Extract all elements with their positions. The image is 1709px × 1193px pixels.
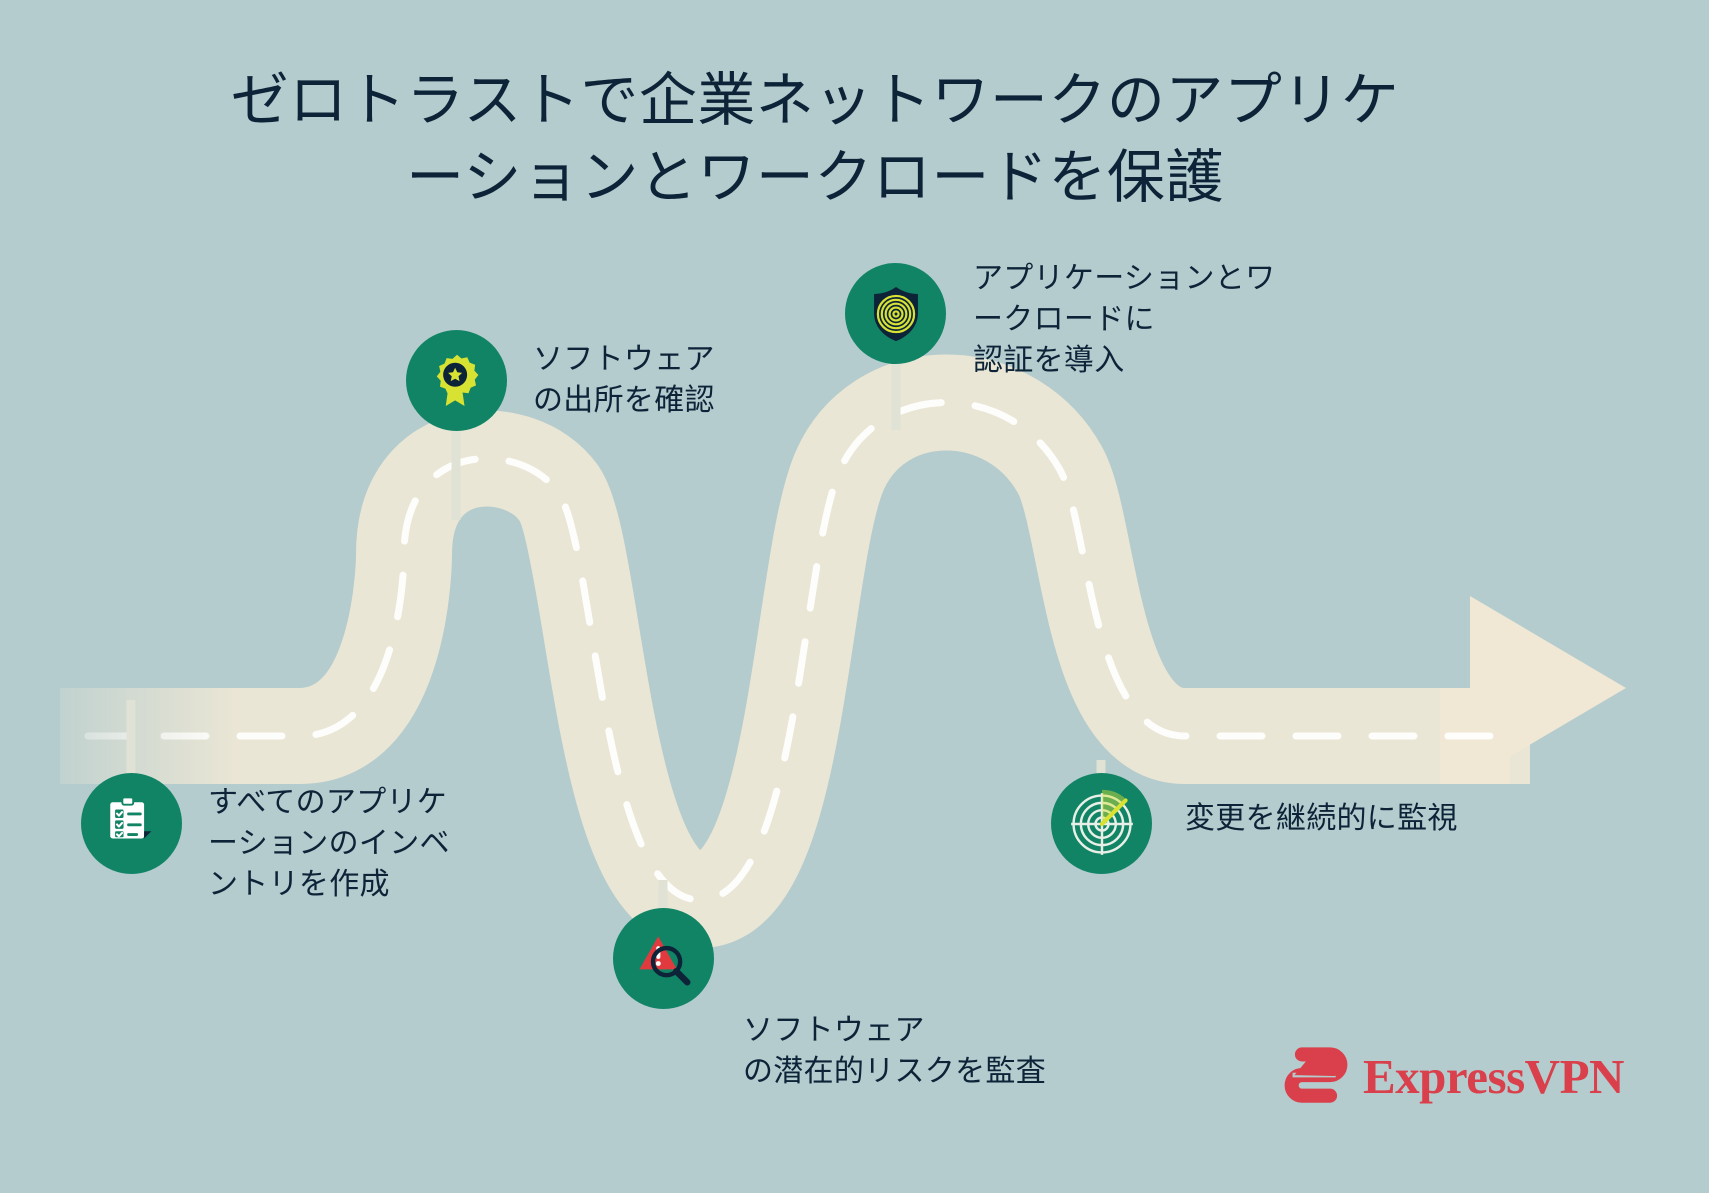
- certificate-badge-star-icon: [436, 354, 478, 406]
- stop-provenance-label: ソフトウェア の出所を確認: [533, 343, 715, 418]
- stop-inventory-badge[interactable]: [81, 773, 182, 874]
- stop-authentication-label: アプリケーションとワ ークロードに 認証を導入: [973, 262, 1276, 378]
- clipboard-checklist-icon: [109, 795, 151, 838]
- radar-scan-icon: [1070, 789, 1133, 855]
- stop-provenance-badge[interactable]: [406, 330, 507, 431]
- stop-inventory-label: すべてのアプリケ ーションのインベ ントリを作成: [208, 786, 450, 902]
- stop-risk-audit-badge[interactable]: [613, 908, 714, 1009]
- expressvpn-logo[interactable]: ExpressVPN: [1283, 1046, 1624, 1106]
- expressvpn-e-mark-icon: [1284, 1047, 1348, 1103]
- stop-monitoring-badge[interactable]: [1051, 773, 1152, 874]
- stop-risk-audit-label: ソフトウェア の潜在的リスクを監査: [743, 1014, 1046, 1089]
- shield-fingerprint-icon: [873, 286, 918, 341]
- stop-authentication-badge[interactable]: [845, 263, 946, 364]
- magnifier-alert-icon: [638, 935, 690, 985]
- stop-monitoring-label: 変更を継続的に監視: [1185, 802, 1458, 835]
- expressvpn-logo-text: ExpressVPN: [1363, 1048, 1624, 1104]
- page-title: ゼロトラストで企業ネットワークのアプリケ ーションとワークロードを保護: [230, 68, 1400, 211]
